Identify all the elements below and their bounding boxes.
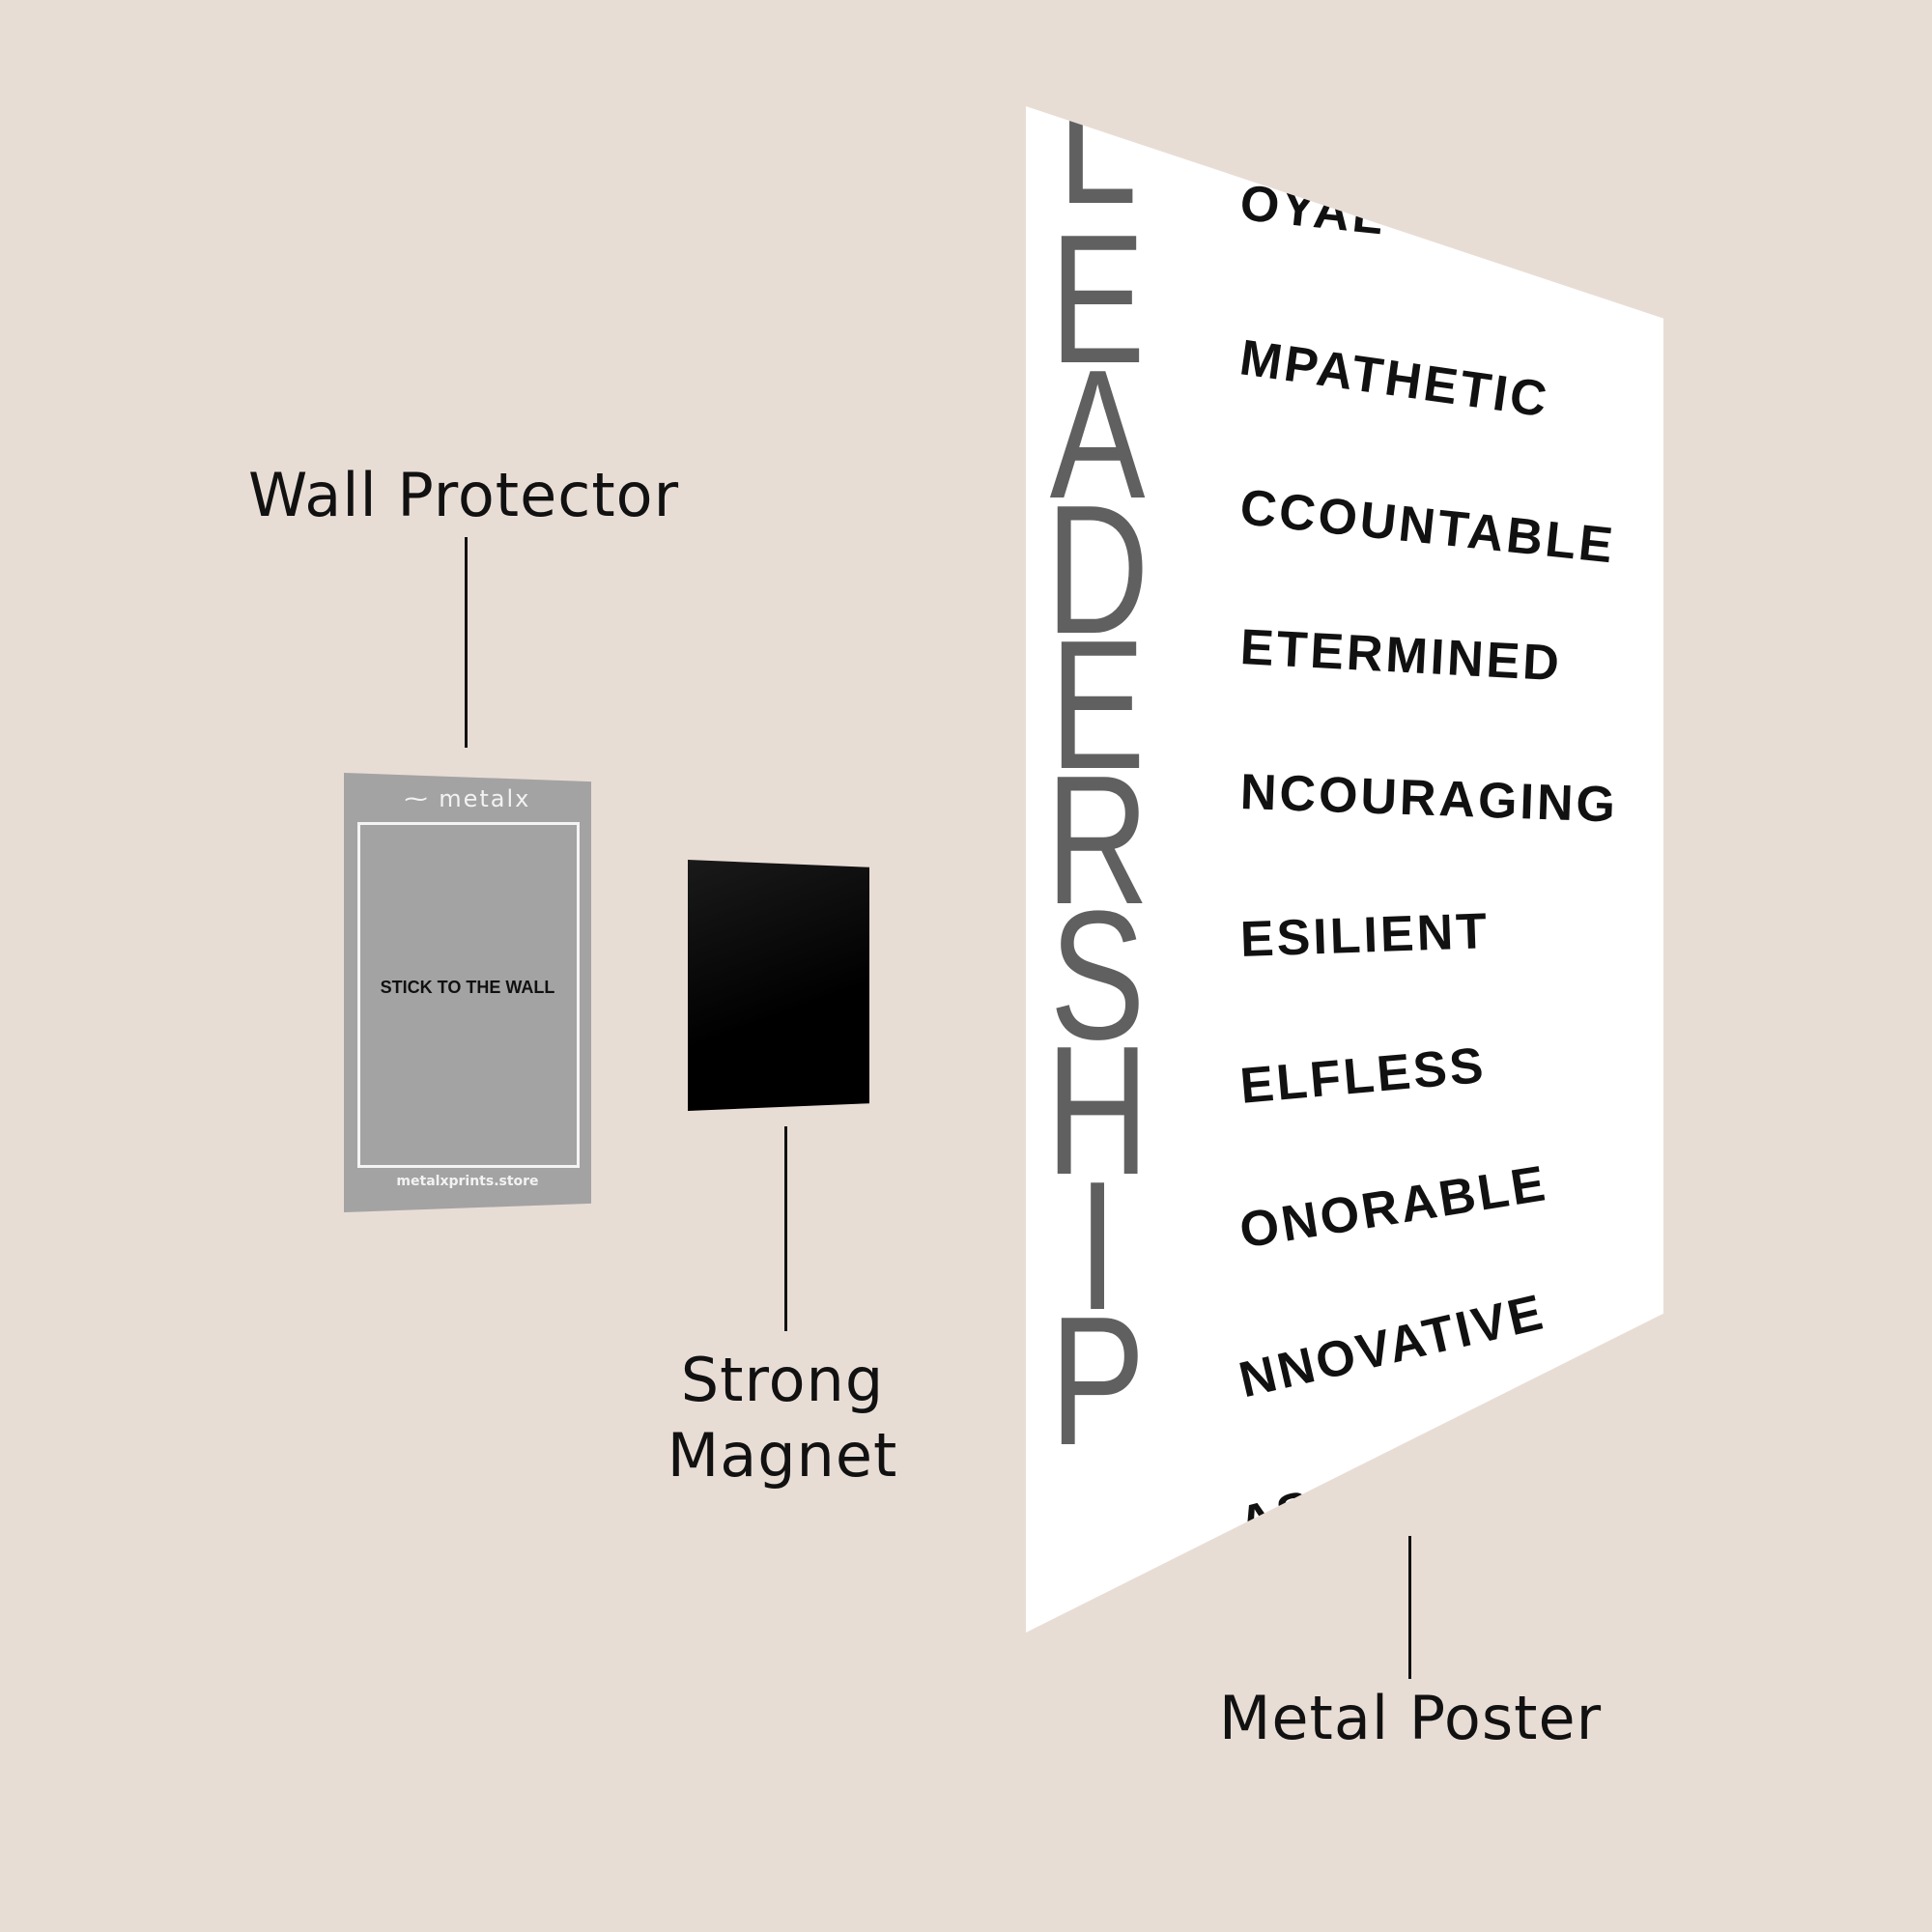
poster-word-loyal: OYAL (1236, 175, 1389, 246)
poster-letter-e2: E (1049, 603, 1146, 808)
protector-border (357, 822, 580, 1168)
protector-website: metalxprints.store (396, 1174, 539, 1189)
poster-letter-h: H (1045, 1009, 1150, 1213)
poster-letter-a: A (1049, 332, 1146, 537)
poster-letter-d: D (1045, 468, 1150, 672)
poster-letter-i: I (1077, 1144, 1118, 1349)
strong-magnet-label-line1: Strong (680, 1345, 885, 1415)
metal-poster-leader-line (1408, 1536, 1411, 1679)
metalx-logo-icon: ⁓ (404, 785, 440, 812)
strong-magnet-label: Strong Magnet (638, 1343, 927, 1492)
metal-poster: L E A D E R S H I P OYAL MPATHETIC CCOUN… (1026, 106, 1663, 1633)
metal-poster-label: Metal Poster (1218, 1683, 1603, 1753)
poster-word-resilient: ESILIENT (1238, 903, 1491, 968)
magnet-leader-line (784, 1126, 787, 1331)
strong-magnet-label-line2: Magnet (667, 1419, 898, 1491)
poster-word-passionate: ASSIONATE (1233, 1417, 1552, 1554)
metalx-logo: ⁓ metalx (404, 785, 531, 812)
poster-word-determined: ETERMINED (1238, 619, 1564, 693)
poster-letter-p: P (1049, 1279, 1146, 1484)
poster-letter-e1: E (1049, 197, 1146, 402)
wall-protector-leader-line (465, 537, 468, 748)
poster-word-innovative: NNOVATIVE (1234, 1284, 1550, 1409)
poster-word-selfless: ELFLESS (1237, 1037, 1489, 1115)
poster-word-encouraging: NCOURAGING (1238, 764, 1619, 834)
poster-word-honorable: ONORABLE (1236, 1155, 1552, 1260)
stick-instruction: STICK TO THE WALL (380, 978, 555, 997)
poster-word-accountable: CCOUNTABLE (1236, 479, 1619, 575)
poster-letter-s: S (1049, 873, 1146, 1078)
wall-protector: ⁓ metalx STICK TO THE WALL metalxprints.… (344, 773, 591, 1212)
poster-word-empathetic: MPATHETIC (1236, 329, 1553, 429)
wall-protector-label: Wall Protector (247, 460, 680, 530)
poster-letter-r: R (1045, 738, 1150, 943)
strong-magnet (688, 860, 869, 1111)
